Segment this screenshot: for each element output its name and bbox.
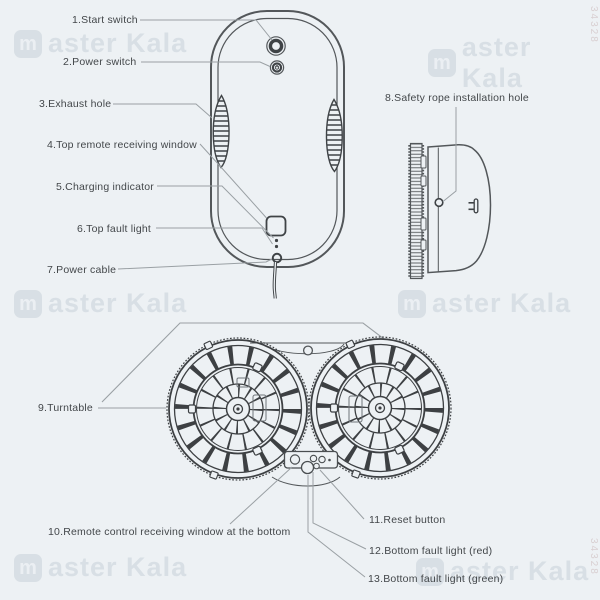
- safety-rope-installation-hole: [434, 197, 444, 208]
- turntable-left: [166, 337, 310, 481]
- callout-label-top-fault-light: 6.Top fault light: [77, 223, 152, 235]
- exhaust-grille-left: [212, 94, 230, 169]
- charging-indicator-dot: [274, 238, 279, 243]
- callout-label-reset-button: 11.Reset button: [369, 514, 446, 526]
- callout-label-power-cable: 7.Power cable: [47, 264, 117, 276]
- bottom-control-cluster: [283, 450, 339, 475]
- callout-label-exhaust-hole: 3.Exhaust hole: [39, 98, 112, 110]
- charging-port-icon: [468, 198, 479, 214]
- charging-indicator-and-fault-light-dots: [274, 238, 279, 249]
- callout-label-bottom-fault-light-red: 12.Bottom fault light (red): [369, 545, 493, 557]
- bottom-view-silhouette: [101, 322, 385, 403]
- bottom-fault-light-red: [309, 454, 318, 463]
- callout-label-start-switch: 1.Start switch: [72, 14, 138, 26]
- callout-label-charging-indicator: 5.Charging indicator: [56, 181, 154, 193]
- callout-label-bottom-fault-light-green: 13.Bottom fault light (green): [368, 573, 504, 585]
- callout-label-power-switch: 2.Power switch: [63, 56, 137, 68]
- power-switch-button: [269, 60, 285, 75]
- top-remote-receiving-window: [265, 215, 287, 237]
- top-fault-light-dot: [274, 244, 279, 249]
- exhaust-grille-right: [326, 100, 344, 172]
- callout-label-turntable: 9.Turntable: [38, 402, 93, 414]
- power-icon: [274, 64, 280, 70]
- side-view: [408, 142, 492, 280]
- power-cable: [271, 252, 283, 299]
- side-turntable-edge: [408, 142, 427, 280]
- bottom-screw-hole: [302, 345, 314, 356]
- callout-label-safety-rope-hole: 8.Safety rope installation hole: [385, 92, 529, 104]
- bottom-fault-light-green: [318, 455, 326, 464]
- bottom-receiving-window: [289, 454, 301, 465]
- side-body-profile: [427, 144, 492, 274]
- edge-code-watermark: 34328: [588, 6, 599, 44]
- top-view: [210, 10, 345, 299]
- leader-lines: [98, 19, 457, 578]
- start-switch-button: [266, 36, 286, 56]
- edge-code-watermark: 34328: [588, 538, 599, 576]
- callout-label-bottom-receiving-window: 10.Remote control receiving window at th…: [48, 526, 291, 538]
- reset-button: [328, 458, 331, 462]
- top-view-body-outline: [210, 10, 345, 268]
- callout-label-top-remote-receiving-window: 4.Top remote receiving window: [47, 139, 197, 151]
- bottom-view: [101, 322, 451, 486]
